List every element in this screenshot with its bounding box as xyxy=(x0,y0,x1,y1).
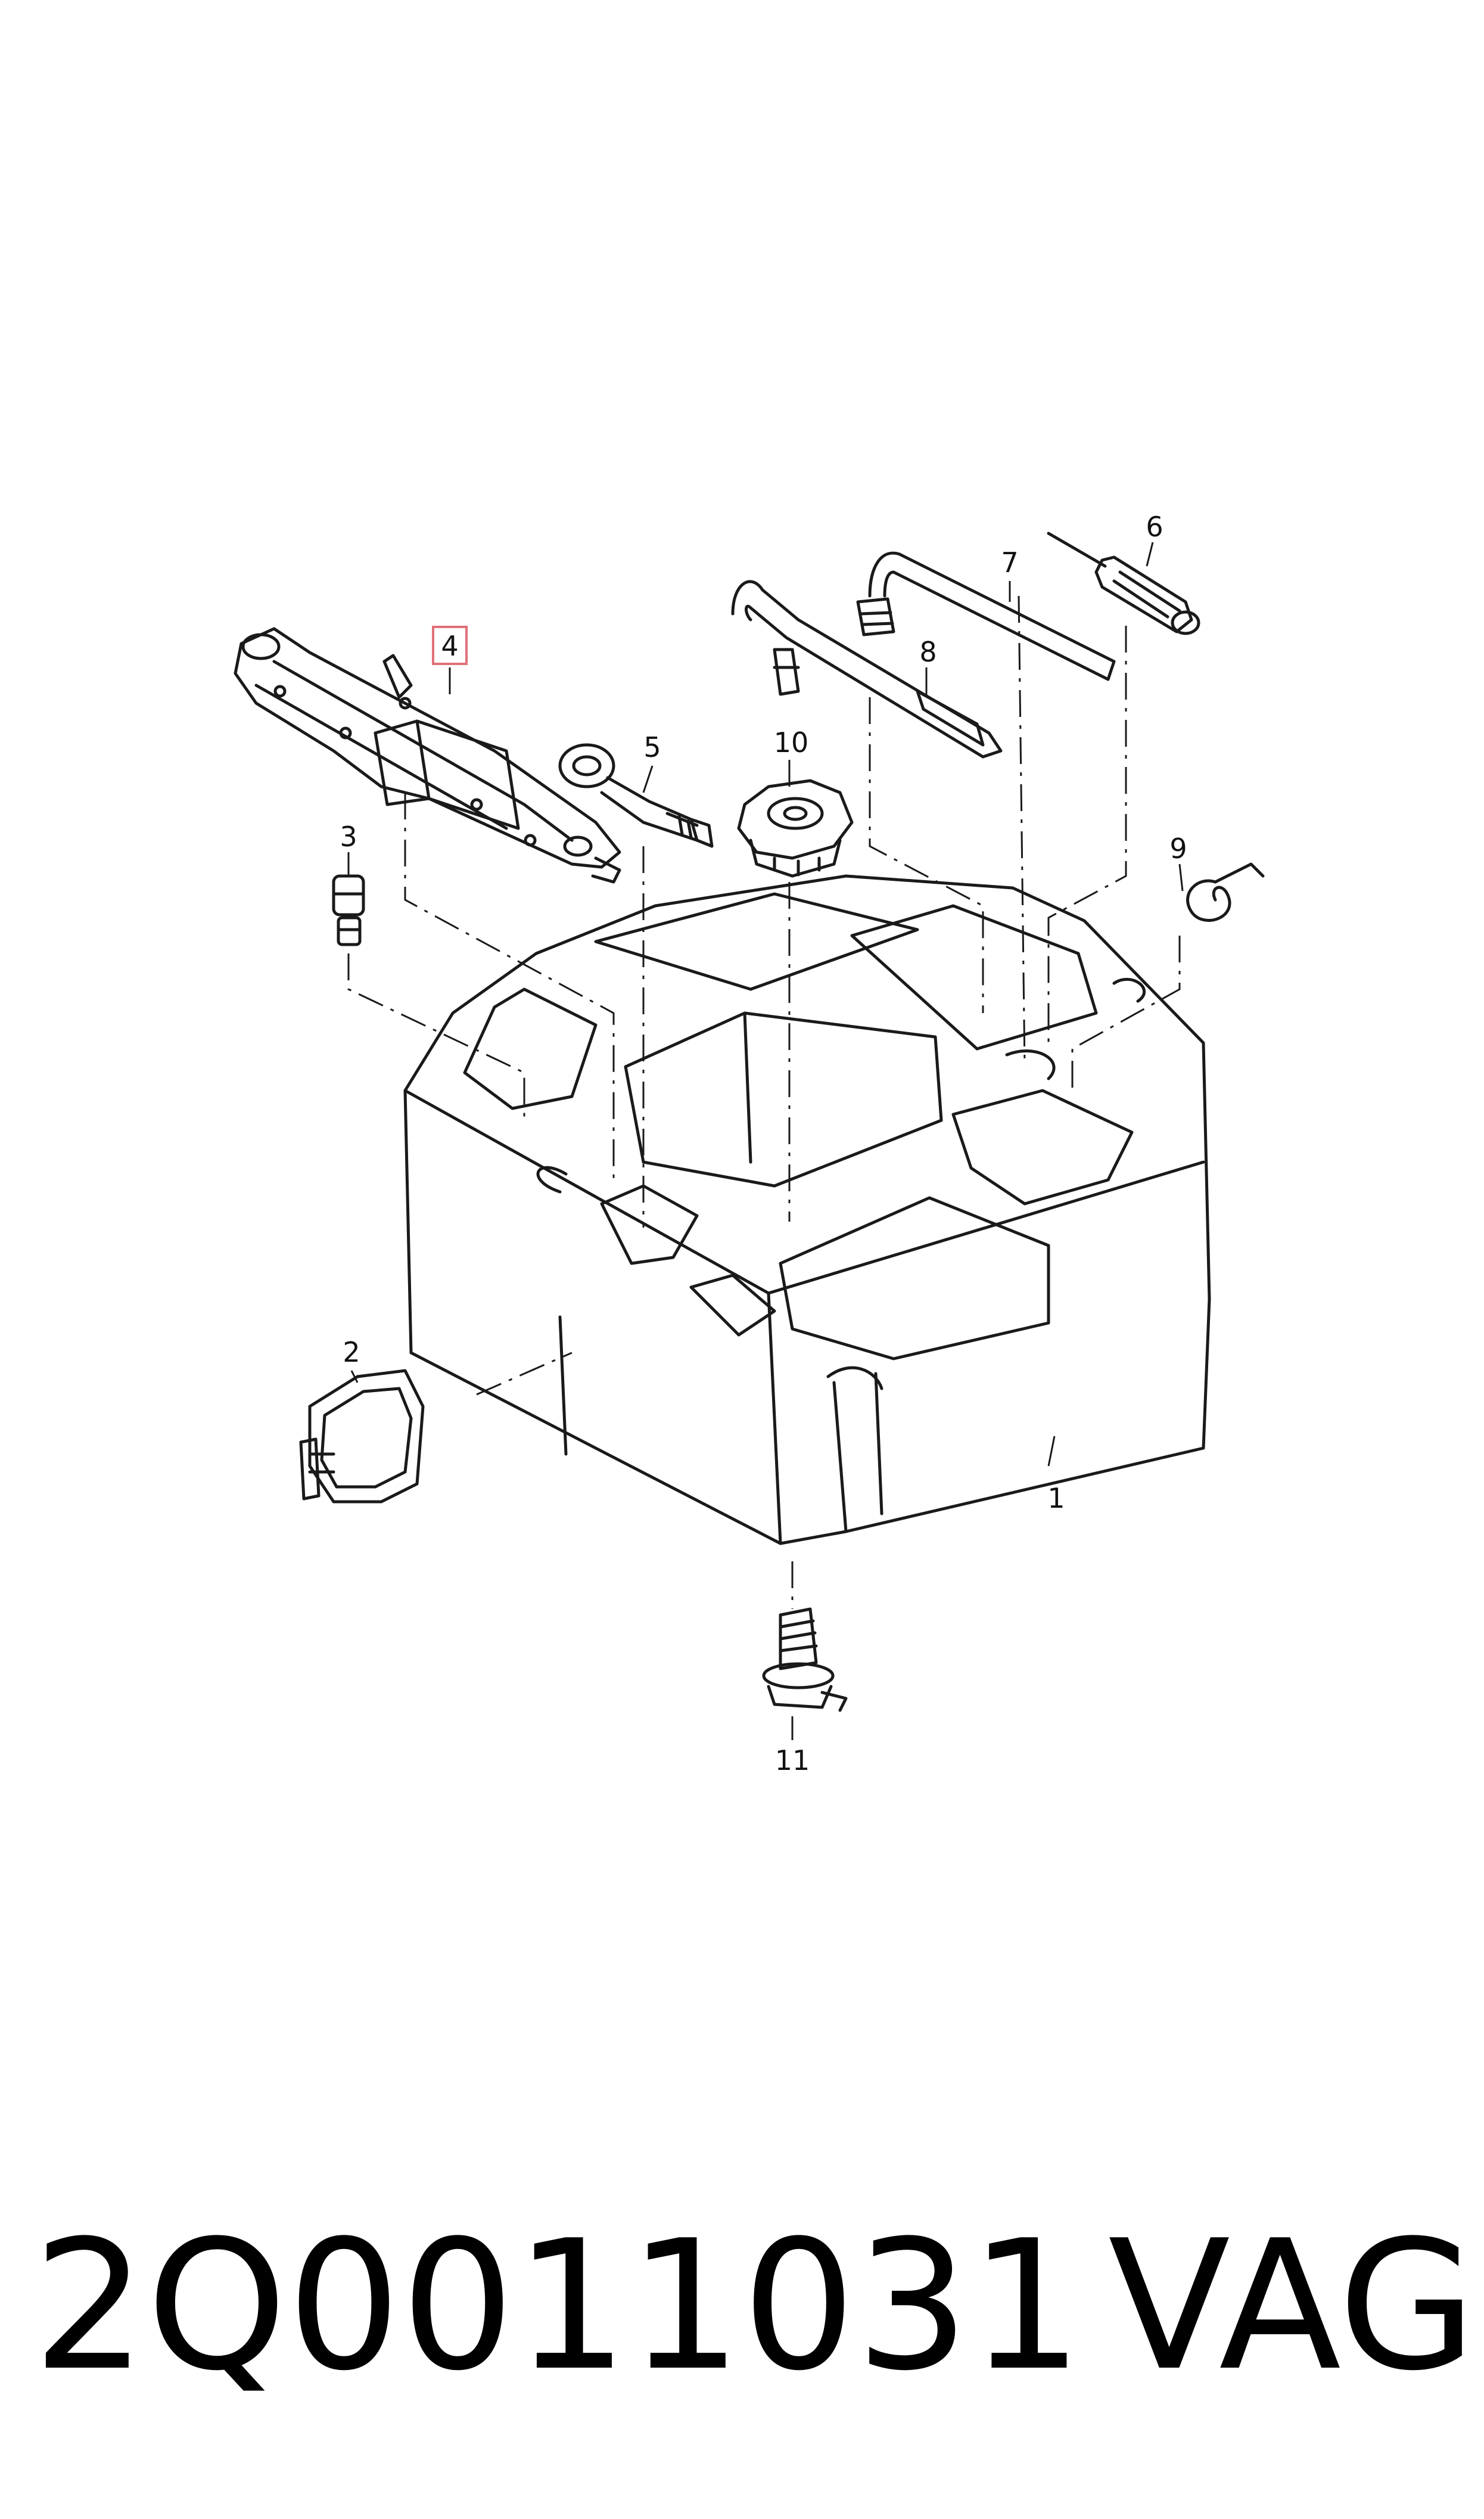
callout-10: 10 xyxy=(774,726,809,759)
callout-1: 1 xyxy=(1047,1482,1065,1514)
callout-4: 4 xyxy=(441,630,458,662)
hook xyxy=(731,580,1003,759)
screwdriver xyxy=(1047,532,1200,635)
callout-3: 3 xyxy=(340,821,357,853)
wheel-brace xyxy=(856,551,1116,681)
callout-7: 7 xyxy=(1001,546,1018,579)
callout-5: 5 xyxy=(643,731,661,763)
clip xyxy=(1186,862,1265,922)
callout-9: 9 xyxy=(1169,833,1187,865)
bolt xyxy=(762,1607,848,1712)
brand-name: VAG xyxy=(1108,2202,1477,2410)
callout-11: 11 xyxy=(775,1744,810,1776)
towing-eye xyxy=(558,743,714,848)
foam-tool-tray xyxy=(403,874,1211,1545)
part-number: 2Q0011031 xyxy=(33,2202,1084,2410)
callout-8: 8 xyxy=(919,636,937,668)
callout-6: 6 xyxy=(1146,511,1163,543)
highlight-box xyxy=(432,626,468,665)
dash-dot-lines xyxy=(347,595,1181,1609)
jack xyxy=(234,627,621,884)
cover xyxy=(299,1369,425,1504)
adapter xyxy=(332,874,365,946)
callout-labels: 1 2 3 4 5 6 7 8 9 10 11 xyxy=(340,511,1187,1776)
knurled-nut xyxy=(737,779,854,878)
leader-lines xyxy=(347,542,1184,1740)
callout-2: 2 xyxy=(343,1336,360,1368)
